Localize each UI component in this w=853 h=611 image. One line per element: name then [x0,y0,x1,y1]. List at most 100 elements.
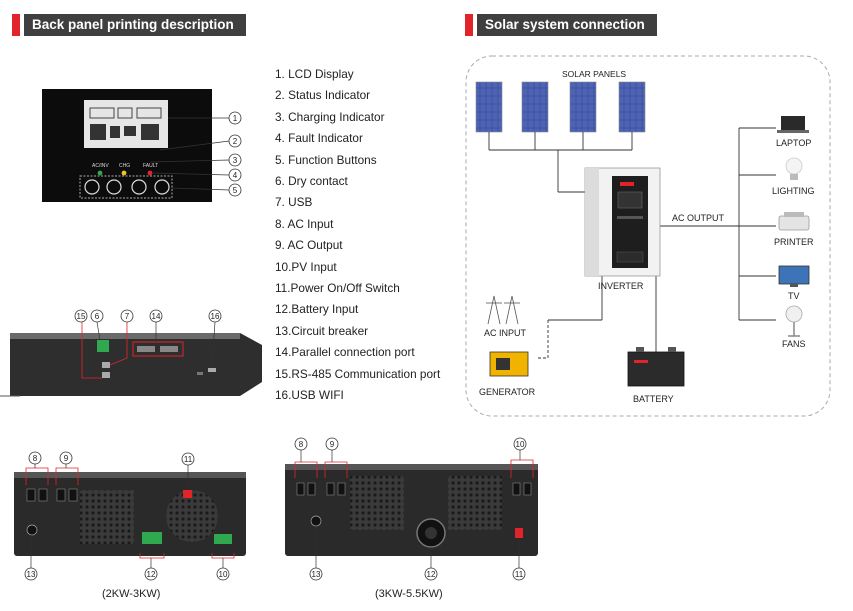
back-small-highlight [25,467,235,559]
usb-wifi-port [208,368,216,372]
inverter [584,167,661,277]
back-large-leaders [300,450,521,568]
system-wiring [488,127,776,352]
lightbulb-icon [785,157,803,180]
legend-item: 13.Circuit breaker [275,323,369,338]
function-button[interactable] [154,179,170,195]
battery-icon [627,347,685,387]
solar-panel [521,81,549,133]
callout-number: 11 [515,570,524,579]
lcd-digits [89,107,162,140]
system-frame [465,55,831,417]
legend-item: 12.Battery Input [275,302,359,317]
callout-number: 10 [219,570,228,579]
solar-system-diagram: SOLAR PANELS [465,55,831,417]
power-switch[interactable] [183,490,192,498]
indicator-label: AC/INV [92,163,109,169]
fan-grille [80,490,134,544]
generator-icon [489,351,529,377]
tv-icon [778,265,810,287]
back-panel-large: 8 9 10 13 12 11 [285,437,538,581]
callout-number: 1 [233,114,238,123]
function-buttons-frame [79,175,173,199]
callout-number: 13 [312,570,321,579]
load-label: TV [788,291,800,301]
power-switch[interactable] [515,528,523,538]
legend-item: 2. Status Indicator [275,88,371,103]
function-button[interactable] [131,179,147,195]
load-label: FANS [782,339,806,349]
pv-terminal [214,534,232,544]
section-header-solar-system: Solar system connection [465,14,657,36]
callout-number: 3 [233,156,238,165]
legend-item: 15.RS-485 Communication port [275,366,441,381]
header-title: Solar system connection [477,14,657,36]
header-accent [465,14,473,36]
legend-item: 5. Function Buttons [275,152,377,167]
solar-panel [475,81,503,133]
callout-number: 13 [27,570,36,579]
front-panel: AC/INV CHG FAULT 1 2 3 4 5 [42,89,242,202]
front-callouts: 1 2 3 4 5 [228,111,242,197]
caption-small: (2KW-3KW) [102,588,161,600]
legend-item: 9. AC Output [275,238,343,253]
side-panel: 15 6 7 14 16 [0,309,262,397]
callout-number: 7 [125,312,130,321]
generator-link [536,320,549,359]
back-panel-small: 8 9 11 13 12 10 [14,451,246,581]
callout-number: 8 [299,440,304,449]
legend-item: 10.PV Input [275,259,337,274]
function-button[interactable] [84,179,100,195]
ac-inv-indicator [97,170,103,176]
fan-grille [448,476,502,530]
legend-item: 11.Power On/Off Switch [275,281,400,296]
ac-output-label: AC OUTPUT [672,213,725,223]
callout-number: 5 [233,186,238,195]
back-large-callouts: 8 9 10 13 12 11 [294,437,527,581]
front-callout-leaders [149,117,230,191]
callout-number: 11 [184,455,193,464]
dry-contact-terminal [97,340,109,352]
callout-number: 2 [233,137,238,146]
legend-item: 4. Fault Indicator [275,131,363,146]
legend-item: 16.USB WIFI [275,388,344,403]
fan-grille [350,476,404,530]
function-button[interactable] [106,179,122,195]
side-highlight-lines [81,322,128,379]
callout-number: 6 [95,312,100,321]
power-tower-icon [486,295,520,325]
fan-icon [785,305,803,337]
battery-label: BATTERY [633,394,674,404]
callout-number: 15 [77,312,86,321]
generator-label: GENERATOR [479,387,536,397]
callout-number: 12 [427,570,436,579]
legend-list: 1. LCD Display 2. Status Indicator 3. Ch… [275,64,440,407]
callout-number: 16 [211,312,220,321]
load-label: LIGHTING [772,186,815,196]
back-small-callouts: 8 9 11 13 12 10 [24,451,230,581]
caption-large: (3KW-5.5KW) [375,588,443,600]
ac-input-label: AC INPUT [484,328,527,338]
inverter-label: INVERTER [598,281,644,291]
legend-item: 14.Parallel connection port [275,345,415,360]
indicator-label: CHG [119,163,130,169]
side-panel-body [10,333,262,396]
side-callouts: 15 6 7 14 16 [74,309,222,323]
callout-number: 9 [64,454,69,463]
callout-number: 10 [516,440,525,449]
load-label: PRINTER [774,237,814,247]
chg-indicator [121,170,127,176]
legend-item: 8. AC Input [275,216,334,231]
legend-item: 3. Charging Indicator [275,109,385,124]
callout-number: 4 [233,171,238,180]
printer-icon [778,212,810,231]
solar-panel [569,81,597,133]
callout-number: 14 [152,312,161,321]
fault-indicator [147,170,153,176]
section-header-back-panel: Back panel printing description [12,14,246,36]
header-title: Back panel printing description [24,14,246,36]
legend-item: 1. LCD Display [275,67,354,81]
header-accent [12,14,20,36]
callout-number: 8 [33,454,38,463]
